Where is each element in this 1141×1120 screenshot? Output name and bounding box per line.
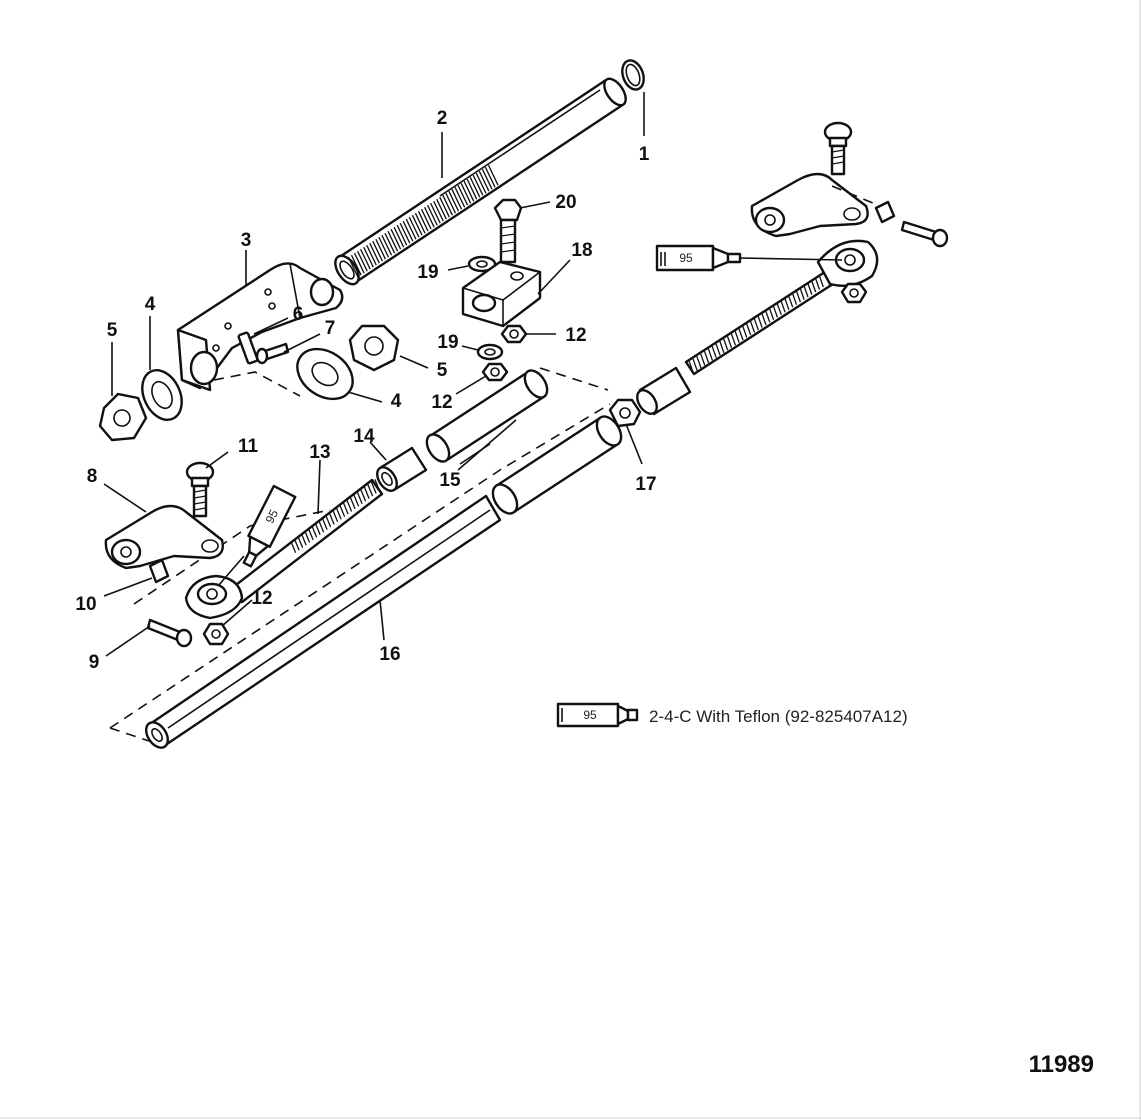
callout-19-lower: 19: [437, 332, 458, 353]
callout-4-right: 4: [391, 391, 402, 412]
jam-nut: [608, 398, 642, 428]
tie-rod-end-left: [184, 574, 244, 620]
tie-rod-right: [684, 268, 838, 376]
lock-nut-right: [840, 282, 868, 304]
grease-tube-label: 95: [679, 251, 693, 265]
grease-tube-right-icon: 95: [655, 244, 742, 272]
clip-left: [148, 558, 170, 584]
callout-9: 9: [89, 652, 100, 673]
callout-11: 11: [238, 436, 259, 457]
mounting-bracket: [176, 262, 344, 392]
hex-bolt: [493, 198, 523, 264]
callout-19-upper: 19: [417, 262, 438, 283]
steering-clamp-right: [750, 172, 869, 238]
lock-nut-upper: [500, 324, 528, 344]
clip-right: [874, 200, 896, 224]
screw-right: [900, 220, 949, 248]
lock-washer-lower: [476, 343, 504, 361]
legend-text: 2-4-C With Teflon (92-825407A12): [649, 707, 908, 726]
grease-tube-left-icon: 95: [242, 484, 297, 568]
steering-shaft: [334, 77, 627, 286]
lock-washer-upper: [467, 255, 497, 273]
callout-2: 2: [437, 108, 448, 129]
sleeve-tube-upper: [425, 369, 549, 463]
cable-guide-block: [461, 260, 542, 328]
hex-nut-left: [98, 392, 148, 442]
hex-nut-right: [348, 324, 400, 372]
washer-left: [141, 369, 183, 421]
figure-number: 11989: [1029, 1051, 1094, 1078]
callout-4-left: 4: [145, 294, 156, 315]
sleeve-tube-lower: [491, 415, 623, 515]
callout-13: 13: [309, 442, 330, 463]
lock-nut-middle: [481, 362, 509, 382]
grease-tube-label: 95: [263, 507, 282, 526]
tie-rod-end-right: [816, 239, 879, 287]
callout-12-upper: 12: [565, 325, 586, 346]
callout-12-middle: 12: [431, 392, 452, 413]
screw-left: [146, 618, 193, 648]
steering-clamp-left: [104, 504, 224, 570]
clamp-bolt-right: [823, 121, 853, 176]
callout-7: 7: [325, 318, 336, 339]
callout-14: 14: [353, 426, 375, 447]
callout-17: 17: [635, 474, 656, 495]
retaining-clip: [237, 331, 259, 365]
callout-18: 18: [571, 240, 592, 261]
callout-12-lower: 12: [251, 588, 272, 609]
legend-tube-label: 95: [583, 708, 597, 722]
spacer-right: [636, 366, 692, 416]
lock-nut-left: [202, 622, 230, 646]
small-screw: [255, 342, 290, 365]
callout-10: 10: [75, 594, 96, 615]
callout-3: 3: [241, 230, 252, 251]
lubricant-legend: 95 2-4-C With Teflon (92-825407A12): [556, 702, 908, 728]
callout-5-right: 5: [437, 360, 448, 381]
callout-20: 20: [555, 192, 576, 213]
callout-5-left: 5: [107, 320, 118, 341]
washer-right: [296, 347, 354, 401]
callout-15: 15: [439, 470, 461, 491]
grease-tube-legend-icon: 95: [556, 702, 639, 728]
leader-lines: [103, 92, 645, 657]
callout-8: 8: [87, 466, 98, 487]
clamp-bolt-left: [185, 461, 215, 518]
callout-6: 6: [293, 304, 304, 325]
callouts: 1 2 3 4 4 5 5 6 7 8 9 10 11 12 12 12 13 …: [75, 108, 656, 673]
callout-16: 16: [379, 644, 400, 665]
callout-1: 1: [639, 144, 650, 165]
o-ring: [621, 59, 645, 91]
spacer-left: [376, 446, 428, 492]
